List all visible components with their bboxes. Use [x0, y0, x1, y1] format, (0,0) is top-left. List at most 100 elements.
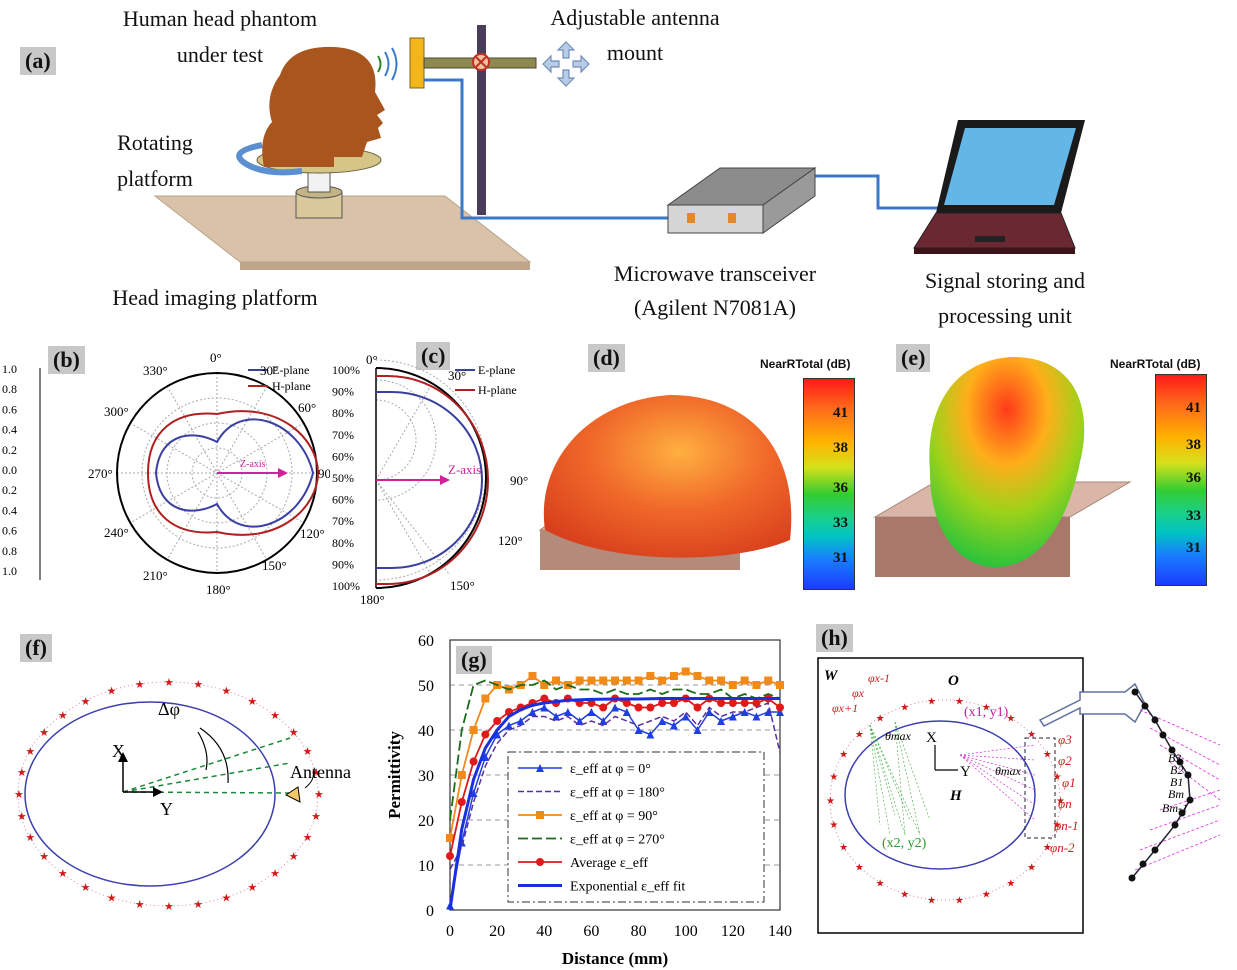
radial-tick-b: 1.0 — [2, 362, 17, 376]
pct-tick-c: 50% — [332, 471, 354, 485]
radial-tick-b: 0.0 — [2, 463, 17, 477]
e-plane-curve-c — [376, 391, 483, 569]
data-point — [481, 694, 490, 703]
data-point — [634, 676, 643, 685]
antenna-star: ★ — [1027, 730, 1036, 741]
pct-tick-c: 100% — [332, 363, 360, 377]
data-point — [681, 712, 690, 721]
antenna-star: ★ — [826, 796, 835, 807]
radial-tick-b: 0.2 — [2, 443, 17, 457]
green-rays — [869, 721, 931, 836]
mount-label-2: mount — [606, 40, 664, 65]
setup-illustration — [153, 25, 1085, 270]
antenna-star: ★ — [982, 702, 991, 713]
plot-area — [449, 639, 781, 911]
antenna-positions-h: ★★★★★★★★★★★★★★★★★★★★★★★★★★ — [826, 697, 1065, 907]
data-point — [728, 699, 737, 707]
cable-laptop — [800, 174, 945, 210]
phi-x-minus1: φx-1 — [868, 671, 890, 685]
antenna-star: ★ — [107, 892, 117, 904]
legend-entry: ε_eff at φ = 90° — [570, 809, 658, 824]
antenna-positions-f: ★★★★★★★★★★★★★★★★★★★★★★★★★★★★★★★★ — [14, 677, 324, 913]
angle-300-b: 300° — [104, 404, 129, 419]
antenna-star: ★ — [270, 868, 280, 880]
cb-tick-31-d: 31 — [833, 550, 848, 566]
series-line — [449, 701, 781, 870]
phi-n-minus2: φn-2 — [1050, 840, 1075, 855]
antenna-star: ★ — [39, 727, 49, 739]
antenna-star: ★ — [829, 820, 838, 831]
antenna-star: ★ — [135, 899, 145, 911]
data-point — [740, 676, 749, 685]
antenna-star: ★ — [1053, 820, 1062, 831]
antenna-star: ★ — [855, 862, 864, 873]
radiation-lobe-d — [543, 395, 792, 558]
data-point — [752, 712, 761, 721]
panel-tag-b: (b) — [48, 346, 85, 374]
panel-tag-g: (g) — [456, 646, 492, 674]
antenna-star: ★ — [58, 710, 68, 722]
data-point — [611, 676, 619, 685]
antenna-star: ★ — [58, 868, 68, 880]
data-point — [481, 753, 490, 761]
data-point — [469, 757, 478, 766]
angle-90-c: 90° — [510, 473, 528, 488]
unit-label-2: processing unit — [938, 303, 1072, 328]
radial-tick-b: 0.2 — [2, 483, 17, 497]
data-point — [536, 858, 544, 866]
data-point — [669, 699, 678, 707]
bm-minus1-label: Bm-1 — [1162, 801, 1188, 815]
x-tick-label: 80 — [631, 923, 647, 940]
antenna-star: ★ — [1053, 772, 1062, 783]
panel-tag-e: (e) — [896, 344, 931, 372]
imaging-region — [817, 657, 1084, 934]
antenna-star: ★ — [839, 842, 848, 853]
angle-120-b: 120° — [300, 526, 325, 541]
phi-n-minus1: φn-1 — [1054, 818, 1079, 833]
data-point — [504, 721, 513, 730]
move-arrows-icon — [542, 41, 590, 87]
transceiver-label-2: (Agilent N7081A) — [634, 295, 796, 320]
x-axis-label-h: X — [926, 730, 937, 746]
h-plane-curve — [146, 410, 320, 536]
data-point — [717, 699, 726, 707]
antenna-star: ★ — [81, 882, 91, 894]
b1-label: B1 — [1170, 775, 1183, 789]
antenna-star: ★ — [193, 899, 203, 911]
antenna — [409, 37, 425, 89]
antenna-star: ★ — [289, 727, 299, 739]
antenna-star: ★ — [164, 677, 174, 689]
y-tick-label: 0 — [426, 903, 434, 920]
series-line — [448, 697, 780, 911]
y-tick-label: 60 — [418, 633, 434, 650]
phi-1: φ1 — [1062, 775, 1076, 790]
data-point — [599, 703, 608, 712]
legend-h-plane-c: H-plane — [478, 383, 517, 397]
data-point — [717, 717, 726, 725]
angle-0-c: 0° — [366, 352, 378, 367]
theta-max-1: θmax — [885, 729, 912, 743]
antenna-star: ★ — [900, 890, 909, 901]
y-tick-label: 50 — [418, 678, 434, 695]
data-point — [646, 672, 655, 680]
pct-tick-c: 80% — [332, 536, 354, 550]
radial-ticks-b: 1.00.80.60.40.20.00.20.40.60.81.0 — [2, 362, 17, 578]
cb-tick-38-d: 38 — [833, 440, 848, 456]
legend-e-plane-c: E-plane — [478, 363, 515, 377]
zoom-arrow-icon — [1038, 682, 1146, 727]
phi-2: φ2 — [1058, 753, 1072, 768]
point-x2-y2: (x2, y2) — [882, 836, 927, 851]
o-label: O — [948, 673, 959, 689]
pct-tick-c: 70% — [332, 428, 354, 442]
b2-label: B2 — [1170, 763, 1183, 777]
y-tick-label: 20 — [418, 813, 434, 830]
angle-30-c: 30° — [448, 368, 466, 383]
data-point — [646, 730, 655, 739]
antenna-star: ★ — [955, 697, 964, 708]
cb-tick-36-e: 36 — [1186, 470, 1201, 486]
data-point — [457, 798, 466, 806]
y-tick-label: 40 — [418, 723, 434, 740]
radial-tick-b: 0.4 — [2, 503, 17, 517]
antenna-star: ★ — [955, 895, 964, 906]
cb-tick-41-e: 41 — [1186, 400, 1201, 416]
